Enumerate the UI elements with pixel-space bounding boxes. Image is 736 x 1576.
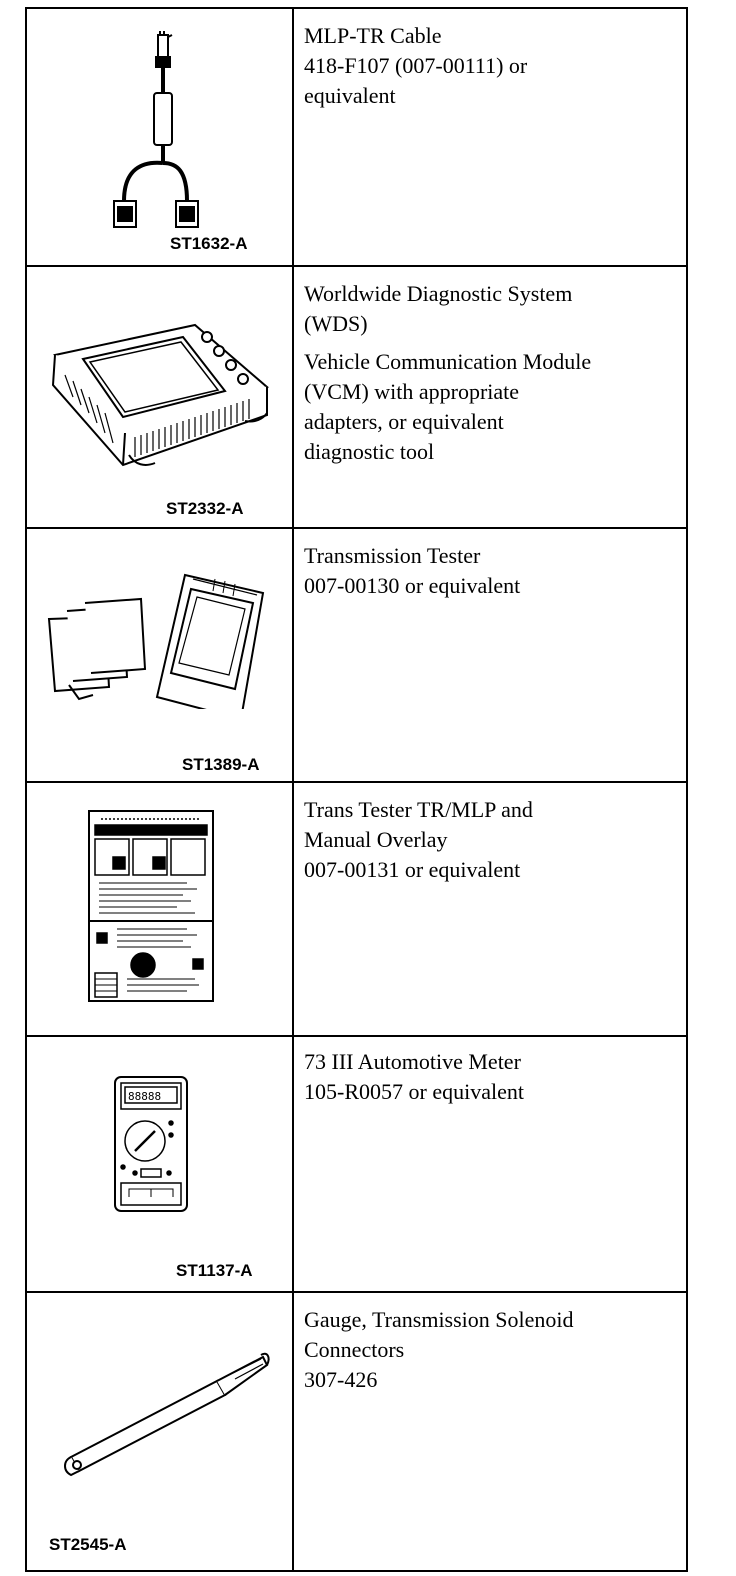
figure-code: ST2332-A (166, 499, 244, 518)
tool-description: 73 III Automotive Meter 105-R0057 or equ… (304, 1047, 676, 1115)
tool-name: Transmission Tester (304, 543, 481, 568)
description-paragraph: 73 III Automotive Meter 105-R0057 or equ… (304, 1047, 676, 1107)
tool-note: (VCM) with appropriate (304, 379, 520, 404)
description-paragraph: Vehicle Communication Module (VCM) with … (304, 347, 676, 467)
figure-code: ST1389-A (182, 755, 260, 774)
tool-number: 418-F107 (007-00111) or (304, 53, 528, 78)
overlay-sheet-icon (88, 810, 214, 1002)
tool-row: 88888 ST1137-A 73 III Automotive Meter 1… (27, 1037, 686, 1293)
tool-row: ST1632-A MLP-TR Cable 418-F107 (007-0011… (27, 9, 686, 267)
description-paragraph: Trans Tester TR/MLP and Manual Overlay 0… (304, 795, 676, 885)
column-divider (292, 1293, 294, 1570)
tool-row: Trans Tester TR/MLP and Manual Overlay 0… (27, 783, 686, 1037)
multimeter-icon: 88888 (114, 1076, 188, 1212)
description-paragraph: Transmission Tester 007-00130 or equival… (304, 541, 676, 601)
tool-name: MLP-TR Cable (304, 23, 442, 48)
tool-number: 307-426 (304, 1367, 378, 1392)
figure-code: ST1137-A (176, 1261, 253, 1280)
tool-description: MLP-TR Cable 418-F107 (007-00111) or equ… (304, 21, 676, 119)
tool-name: Vehicle Communication Module (304, 349, 592, 374)
column-divider (292, 9, 294, 265)
illustration-cell: ST2545-A (27, 1293, 292, 1570)
description-paragraph: Gauge, Transmission Solenoid Connectors … (304, 1305, 676, 1395)
transmission-tester-icon (47, 573, 265, 709)
tool-description: Worldwide Diagnostic System (WDS) Vehicl… (304, 279, 676, 475)
tool-row: ST2545-A Gauge, Transmission Solenoid Co… (27, 1293, 686, 1570)
solenoid-gauge-icon (64, 1352, 270, 1477)
tool-number: 007-00131 or equivalent (304, 857, 521, 882)
illustration-cell: ST2332-A (27, 267, 292, 527)
cable-icon (113, 31, 199, 228)
tool-name: Manual Overlay (304, 827, 448, 852)
tool-description: Trans Tester TR/MLP and Manual Overlay 0… (304, 795, 676, 893)
tool-note: equivalent (304, 83, 396, 108)
illustration-cell (27, 783, 292, 1035)
illustration-cell: 88888 ST1137-A (27, 1037, 292, 1291)
tool-name-abbrev: (WDS) (304, 311, 368, 336)
column-divider (292, 783, 294, 1035)
description-paragraph: Worldwide Diagnostic System (WDS) (304, 279, 676, 339)
tool-number: 007-00130 or equivalent (304, 573, 521, 598)
figure-code: ST2545-A (49, 1535, 127, 1554)
figure-code: ST1632-A (170, 234, 248, 253)
illustration-cell: ST1389-A (27, 529, 292, 781)
tool-name: Connectors (304, 1337, 405, 1362)
column-divider (292, 267, 294, 527)
tool-name: 73 III Automotive Meter (304, 1049, 521, 1074)
tool-name: Trans Tester TR/MLP and (304, 797, 533, 822)
tool-note: adapters, or equivalent (304, 409, 504, 434)
column-divider (292, 1037, 294, 1291)
special-tools-table: ST1632-A MLP-TR Cable 418-F107 (007-0011… (25, 7, 688, 1572)
tool-row: ST2332-A Worldwide Diagnostic System (WD… (27, 267, 686, 529)
diagnostic-device-icon (51, 323, 270, 467)
tool-name: Gauge, Transmission Solenoid (304, 1307, 574, 1332)
tool-note: diagnostic tool (304, 439, 435, 464)
svg-text:88888: 88888 (128, 1090, 161, 1103)
column-divider (292, 529, 294, 781)
illustration-cell: ST1632-A (27, 9, 292, 265)
tool-description: Gauge, Transmission Solenoid Connectors … (304, 1305, 676, 1403)
tool-description: Transmission Tester 007-00130 or equival… (304, 541, 676, 609)
description-paragraph: MLP-TR Cable 418-F107 (007-00111) or equ… (304, 21, 676, 111)
tool-name: Worldwide Diagnostic System (304, 281, 573, 306)
tool-row: ST1389-A Transmission Tester 007-00130 o… (27, 529, 686, 783)
tool-number: 105-R0057 or equivalent (304, 1079, 524, 1104)
